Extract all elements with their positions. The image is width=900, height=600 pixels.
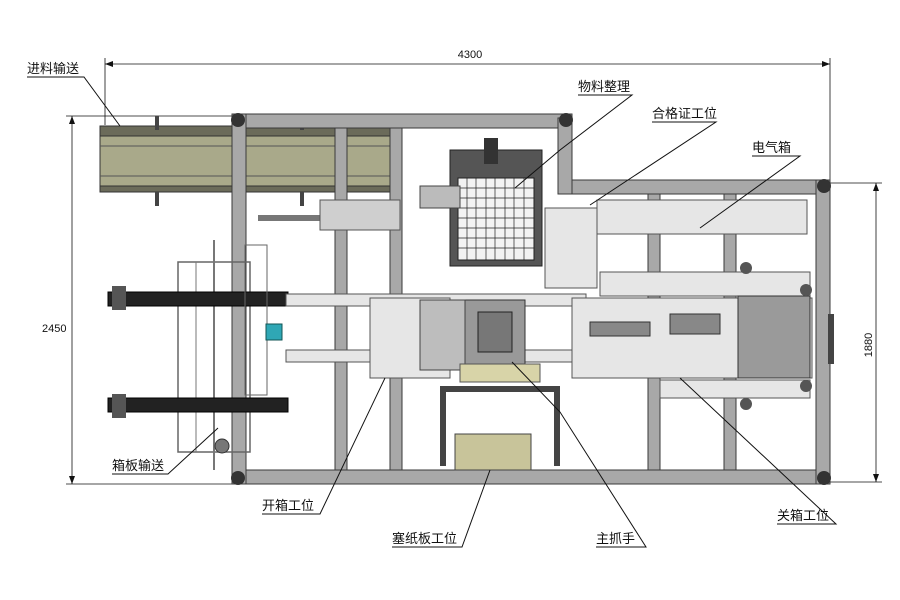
label-feed-conveyor: 进料输送: [27, 61, 79, 77]
label-main-gripper: 主抓手: [596, 532, 635, 547]
dimension-right-height-label: 1880: [863, 333, 875, 357]
label-certificate-station: 合格证工位: [652, 106, 717, 122]
main-gripper: [419, 299, 526, 371]
board-conveyor: [107, 240, 289, 470]
label-box-closing-station: 关箱工位: [777, 508, 829, 524]
dimension-width-label: 4300: [458, 49, 482, 61]
material-sorting-station: [419, 138, 543, 267]
label-cardboard-insert-station: 塞纸板工位: [392, 531, 457, 547]
electric-box: [599, 271, 811, 399]
dimension-height-label: 2450: [42, 323, 66, 335]
cardboard-insert-station: [440, 363, 560, 471]
dimension-left: 2450: [42, 115, 240, 485]
label-electric-box: 电气箱: [752, 140, 791, 156]
label-material-sorting: 物料整理: [578, 80, 630, 95]
label-box-opening-station: 开箱工位: [262, 498, 314, 514]
leader-lines: [27, 76, 838, 548]
dimension-right: 1880: [830, 182, 882, 483]
certificate-station: [544, 199, 808, 289]
dimension-top: 4300: [104, 49, 831, 185]
label-board-conveyor: 箱板输送: [112, 458, 164, 474]
feed-conveyor: [99, 116, 401, 206]
box-closing-station: [571, 262, 834, 410]
